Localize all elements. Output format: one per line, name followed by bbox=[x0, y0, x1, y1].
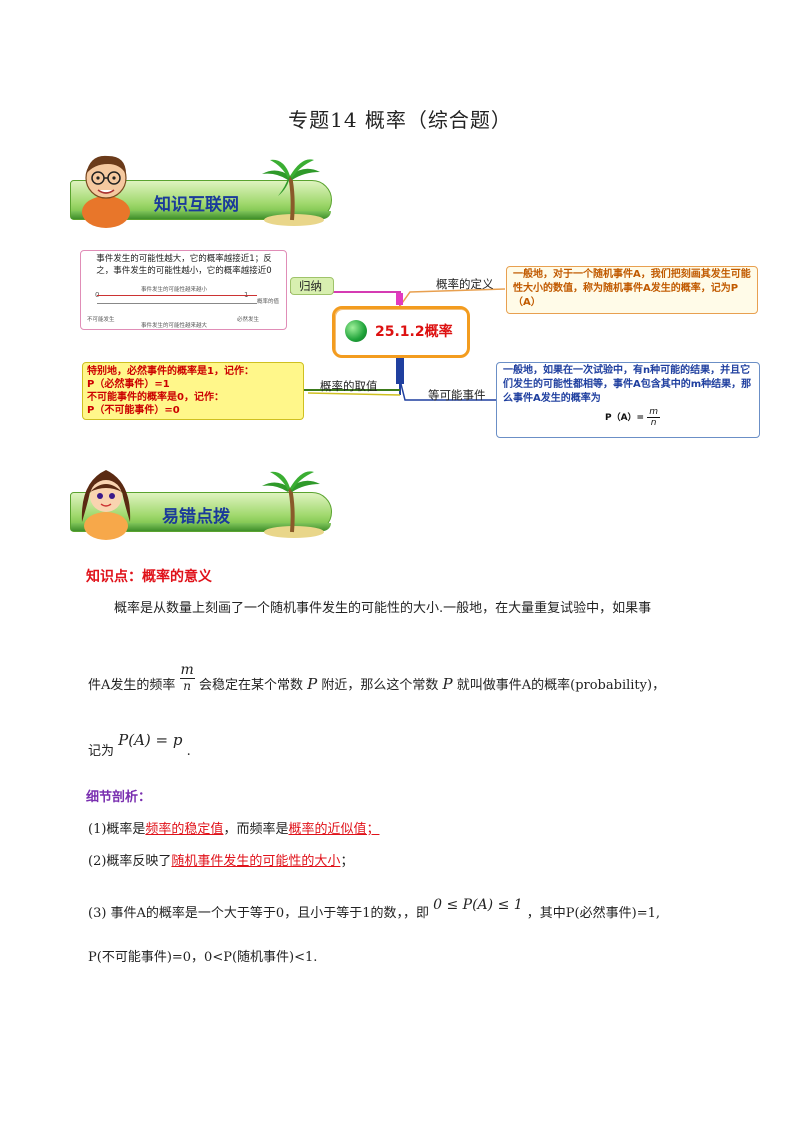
p2-part-b: 会稳定在某个常数 bbox=[198, 678, 303, 693]
d1-part-b: ，而频率是 bbox=[223, 822, 289, 837]
banner-label: 知识互联网 bbox=[154, 195, 239, 215]
fraction-numerator: m bbox=[179, 662, 195, 679]
scale-bottom-label: 事件发生的可能性越来越大 bbox=[141, 323, 208, 329]
fraction-denominator: n bbox=[183, 679, 192, 693]
formula-numerator: m bbox=[647, 407, 661, 418]
detail-3: (3) 事件A的概率是一个大于等于0，且小于等于1的数，，即 0 ≤ P(A) … bbox=[88, 897, 660, 921]
branch-values-label: 概率的取值 bbox=[320, 379, 378, 393]
values-box: 特别地，必然事件的概率是1，记作： P（必然事件）=1 不可能事件的概率是0，记… bbox=[82, 362, 304, 420]
probability-scale-box: 事件发生的可能性越大，它的概率越接近1；反之，事件发生的可能性越小，它的概率越接… bbox=[80, 250, 287, 330]
values-line-1: 特别地，必然事件的概率是1，记作： bbox=[87, 366, 254, 377]
equal-events-formula: P（A）= m n bbox=[605, 407, 661, 428]
branch-guina-box: 归纳 bbox=[290, 277, 334, 295]
d1-part-a: (1)概率是 bbox=[88, 822, 146, 837]
p3-end: . bbox=[186, 744, 191, 759]
constant-p: P bbox=[442, 675, 453, 693]
probability-formula: P(A) = p bbox=[118, 731, 183, 749]
detail-4: P(不可能事件)=0，0<P(随机事件)<1. bbox=[88, 950, 318, 965]
detail-analysis-heading: 细节剖析： bbox=[86, 790, 152, 805]
palm-tree-icon bbox=[262, 471, 324, 538]
d2-underline: 随机事件发生的可能性的大小 bbox=[171, 854, 341, 869]
paragraph-3: 记为 P(A) = p . bbox=[88, 731, 191, 759]
p3-part-a: 记为 bbox=[88, 744, 115, 759]
branch-equal-label: 等可能事件 bbox=[428, 388, 486, 402]
p2-part-a: 件A发生的频率 bbox=[88, 678, 176, 693]
p2-part-c: 附近，那么这个常数 bbox=[321, 678, 439, 693]
formula-left: P（A）= bbox=[605, 413, 645, 423]
values-line-4: P（不可能事件）=0 bbox=[87, 405, 180, 416]
values-line-2: P（必然事件）=1 bbox=[87, 379, 170, 390]
definition-text: 一般地，对于一个随机事件A，我们把刻画其发生可能性大小的数值，称为随机事件A发生… bbox=[513, 269, 751, 308]
d3-part-b: ，其中P(必然事件)=1, bbox=[526, 906, 660, 921]
girl-avatar-icon bbox=[81, 470, 131, 540]
detail-1: (1)概率是频率的稳定值，而频率是概率的近似值； bbox=[88, 818, 379, 837]
values-text: 特别地，必然事件的概率是1，记作： P（必然事件）=1 不可能事件的概率是0，记… bbox=[87, 365, 301, 417]
center-node-label: 25.1.2概率 bbox=[375, 324, 453, 340]
scale-line-lower bbox=[97, 303, 257, 304]
branch-guina-label: 归纳 bbox=[299, 279, 322, 293]
page-title: 专题14 概率（综合题） bbox=[288, 108, 512, 132]
d1-underline-2: 概率的近似值； bbox=[288, 822, 380, 837]
knowledge-point-heading: 知识点：概率的意义 bbox=[86, 569, 212, 585]
p2-part-d: 就叫做事件A的概率(probability)， bbox=[456, 678, 666, 693]
detail-2: (2)概率反映了随机事件发生的可能性的大小； bbox=[88, 850, 353, 869]
d2-part-a: (2)概率反映了 bbox=[88, 854, 172, 869]
palm-tree-icon bbox=[262, 159, 324, 226]
section-banner-mistakes: 易错点拨 bbox=[70, 462, 332, 542]
equal-events-box: 一般地，如果在一次试验中，有n种可能的结果，并且它们发生的可能性都相等，事件A包… bbox=[496, 362, 760, 438]
range-formula: 0 ≤ P(A) ≤ 1 bbox=[433, 897, 523, 913]
section-banner-network: 知识互联网 bbox=[70, 150, 332, 230]
formula-fraction: m n bbox=[647, 407, 661, 428]
scale-line bbox=[97, 295, 257, 296]
banner-label: 易错点拨 bbox=[162, 507, 230, 527]
frequency-fraction: m n bbox=[179, 662, 195, 693]
paragraph-2: 件A发生的频率 m n 会稳定在某个常数 P 附近，那么这个常数 P 就叫做事件… bbox=[88, 662, 666, 701]
definition-box: 一般地，对于一个随机事件A，我们把刻画其发生可能性大小的数值，称为随机事件A发生… bbox=[506, 266, 758, 314]
scale-left-label: 不可能发生 bbox=[87, 317, 115, 323]
branch-definition-label: 概率的定义 bbox=[436, 277, 494, 291]
d3-part-a: (3) 事件A的概率是一个大于等于0，且小于等于1的数，，即 bbox=[88, 906, 429, 921]
values-line-3: 不可能事件的概率是0，记作： bbox=[87, 392, 224, 403]
scale-description: 事件发生的可能性越大，它的概率越接近1；反之，事件发生的可能性越小，它的概率越接… bbox=[96, 254, 272, 276]
scale-right-label: 必然发生 bbox=[237, 317, 260, 323]
scale-side-label: 概率的值 bbox=[257, 299, 280, 305]
scale-top-label: 事件发生的可能性越来越小 bbox=[141, 287, 208, 293]
d1-underline-1: 频率的稳定值 bbox=[145, 822, 224, 837]
d2-part-b: ； bbox=[340, 854, 354, 869]
mindmap-center-node: 25.1.2概率 bbox=[332, 306, 470, 358]
equal-events-text: 一般地，如果在一次试验中，有n种可能的结果，并且它们发生的可能性都相等，事件A包… bbox=[503, 365, 752, 404]
paragraph-1: 概率是从数量上刻画了一个随机事件发生的可能性的大小.一般地，在大量重复试验中，如… bbox=[114, 601, 652, 616]
constant-p: P bbox=[307, 675, 318, 693]
boy-avatar-icon bbox=[82, 155, 130, 228]
green-ball-icon bbox=[345, 320, 367, 342]
formula-denominator: n bbox=[650, 418, 657, 428]
